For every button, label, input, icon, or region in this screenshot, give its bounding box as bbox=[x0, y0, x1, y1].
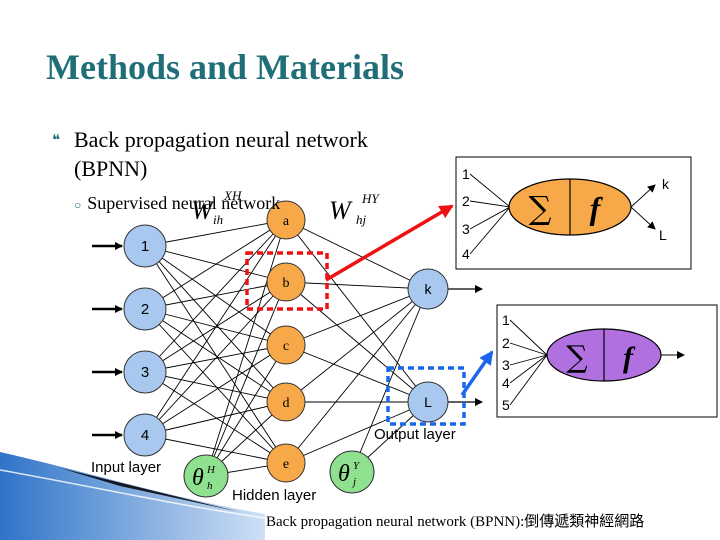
bullet-level2: ○ Supervised neural network bbox=[74, 193, 280, 214]
hidden-node-e-label: e bbox=[283, 457, 289, 472]
bullet-quote-icon: ❝ bbox=[52, 133, 61, 149]
svg-text:HY: HY bbox=[361, 191, 380, 206]
neuron-output-input-2: 2 bbox=[502, 335, 510, 351]
slide-caption: Back propagation neural network (BPNN):倒… bbox=[266, 514, 645, 530]
neuron-output-input-3: 3 bbox=[502, 357, 510, 373]
svg-text:W: W bbox=[329, 196, 353, 225]
svg-text:XH: XH bbox=[223, 188, 242, 203]
bullet-circle-icon: ○ bbox=[74, 198, 82, 212]
input-node-4-label: 4 bbox=[141, 427, 149, 444]
output-node-L: L bbox=[407, 381, 449, 423]
hidden-layer-label: Hidden layer bbox=[232, 487, 316, 504]
input-node-1: 1 bbox=[123, 224, 167, 268]
neuron-output-input-1: 1 bbox=[502, 312, 510, 328]
hidden-node-b-label: b bbox=[283, 276, 290, 291]
output-layer-label: Output layer bbox=[374, 426, 456, 443]
bullet-line2: (BPNN) bbox=[74, 156, 148, 181]
neuron-detail-output: ∑ f 1 2 3 4 5 bbox=[496, 304, 718, 418]
hidden-node-c-label: c bbox=[283, 339, 289, 354]
bullet-line1: Back propagation neural network bbox=[74, 127, 368, 152]
input-layer-label: Input layer bbox=[91, 459, 161, 476]
input-node-1-label: 1 bbox=[141, 238, 149, 255]
sum-symbol-output: ∑ bbox=[566, 340, 588, 375]
highlight-output-L bbox=[386, 366, 466, 426]
hidden-node-b: b bbox=[266, 262, 306, 302]
hidden-node-a-label: a bbox=[283, 214, 290, 229]
output-node-k-label: k bbox=[425, 281, 433, 297]
neuron-output-input-5: 5 bbox=[502, 397, 510, 413]
edges-input-hidden bbox=[144, 219, 287, 464]
input-node-4: 4 bbox=[123, 413, 167, 457]
bias-node-output-base: θ bbox=[338, 461, 350, 487]
hidden-node-c: c bbox=[266, 325, 306, 365]
bias-node-hidden-sub: h bbox=[207, 480, 213, 492]
neuron-hidden-input-4: 4 bbox=[462, 246, 470, 262]
highlight-hidden-b bbox=[245, 251, 329, 311]
weight-label-input-hidden: W XH ih bbox=[191, 188, 242, 227]
neuron-hidden-output-k: k bbox=[662, 176, 670, 192]
svg-text:hj: hj bbox=[356, 212, 367, 227]
svg-text:W: W bbox=[191, 196, 215, 225]
hidden-node-e: e bbox=[266, 443, 306, 483]
bullet-sub-text: Supervised neural network bbox=[87, 193, 281, 213]
func-symbol-output: f bbox=[623, 341, 636, 374]
bias-node-hidden-sup: H bbox=[206, 464, 216, 476]
bias-node-hidden-base: θ bbox=[192, 465, 204, 491]
weight-label-hidden-output: W HY hj bbox=[329, 191, 380, 227]
edges-hidden-output bbox=[285, 219, 429, 464]
corner-decoration bbox=[0, 452, 266, 540]
neuron-hidden-input-3: 3 bbox=[462, 221, 470, 237]
input-arrows bbox=[92, 242, 123, 439]
input-node-2-label: 2 bbox=[141, 301, 149, 318]
red-zoom-arrow bbox=[325, 204, 454, 282]
neuron-output-input-4: 4 bbox=[502, 375, 510, 391]
neuron-hidden-input-2: 2 bbox=[462, 193, 470, 209]
slide-title: Methods and Materials bbox=[46, 47, 404, 87]
input-node-3: 3 bbox=[123, 350, 167, 394]
blue-zoom-arrow bbox=[460, 350, 494, 397]
input-node-2: 2 bbox=[123, 287, 167, 331]
hidden-node-d-label: d bbox=[283, 396, 290, 411]
output-node-L-label: L bbox=[424, 394, 432, 410]
hidden-node-a: a bbox=[266, 200, 306, 240]
func-symbol-hidden: f bbox=[590, 190, 604, 226]
bias-node-output-sub: j bbox=[351, 476, 356, 488]
neuron-hidden-input-1: 1 bbox=[462, 166, 470, 182]
svg-text:ih: ih bbox=[213, 212, 223, 227]
neuron-detail-hidden: ∑ f 1 2 3 4 kL bbox=[455, 156, 692, 270]
output-node-k: k bbox=[407, 268, 449, 310]
sum-symbol-hidden: ∑ bbox=[529, 189, 552, 227]
hidden-node-d: d bbox=[266, 382, 306, 422]
neuron-hidden-output-L: L bbox=[659, 227, 667, 243]
input-node-3-label: 3 bbox=[141, 364, 149, 381]
bias-node-output-sup: Y bbox=[353, 460, 361, 472]
